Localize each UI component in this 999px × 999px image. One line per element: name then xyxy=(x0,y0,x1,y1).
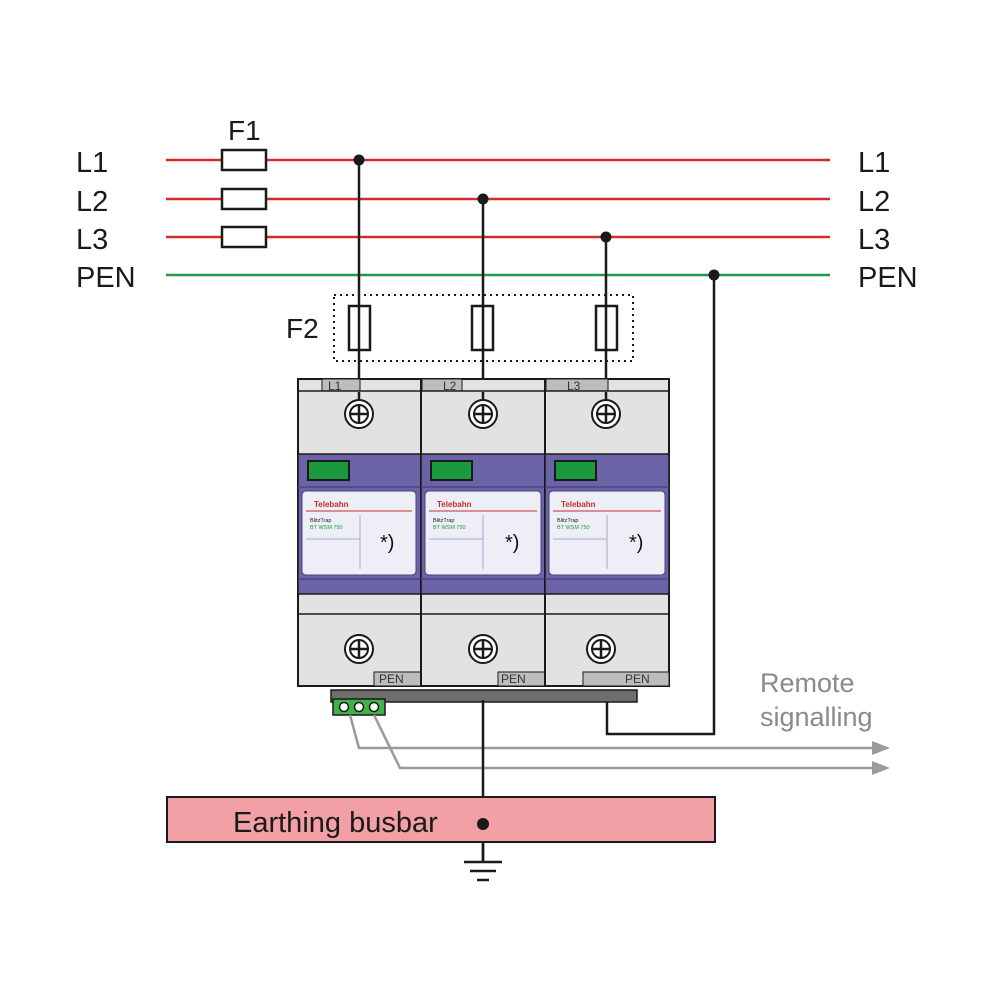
ground-icon xyxy=(464,860,502,882)
remote-signalling-label-line2: signalling xyxy=(760,702,873,732)
signal-contact-1 xyxy=(338,701,350,713)
signal-arrow-1 xyxy=(872,741,890,755)
earthing-busbar-label: Earthing busbar xyxy=(233,807,438,839)
earthing-busbar xyxy=(166,796,716,843)
left-label-l2: L2 xyxy=(76,186,108,218)
terminal-screw-top xyxy=(591,399,621,429)
left-label-l1: L1 xyxy=(76,147,108,179)
remote-signalling-label-line1: Remote xyxy=(760,668,855,698)
module-bottom-label: PEN xyxy=(625,672,650,686)
busbar-junction xyxy=(477,818,489,830)
f1-label: F1 xyxy=(228,115,261,146)
right-label-l3: L3 xyxy=(858,224,890,256)
terminal-screw-bottom xyxy=(468,634,498,664)
signal-contact-2 xyxy=(353,701,365,713)
module-top-label: L1 xyxy=(328,379,342,393)
signal-contact-3 xyxy=(368,701,380,713)
f1-fuse-l2 xyxy=(220,187,268,211)
f1-fuse-l3 xyxy=(220,225,268,249)
footnote-mark: *) xyxy=(629,532,643,554)
left-label-pen: PEN xyxy=(76,262,136,294)
footnote-mark: *) xyxy=(380,532,394,554)
terminal-screw-top xyxy=(344,399,374,429)
status-indicator xyxy=(307,460,350,481)
signal-arrow-2 xyxy=(872,761,890,775)
brand-logo: Telebahn xyxy=(314,500,349,509)
product-model: BT WSM 750 xyxy=(557,525,590,531)
module-3: L3 Telebahn BlitzTrap BT WSM 750 *) PEN xyxy=(544,378,670,687)
module-1: L1 Telebahn BlitzTrap BT WSM 750 *) PEN xyxy=(297,378,422,687)
right-label-l2: L2 xyxy=(858,186,890,218)
module-bottom-label: PEN xyxy=(379,672,404,686)
junction-l1 xyxy=(353,154,365,166)
f2-label: F2 xyxy=(286,313,319,344)
junction-l2 xyxy=(477,193,489,205)
right-label-pen: PEN xyxy=(858,262,918,294)
terminal-screw-bottom xyxy=(344,634,374,664)
module-top-label: L3 xyxy=(567,379,581,393)
terminal-screw-top xyxy=(468,399,498,429)
footnote-mark: *) xyxy=(505,532,519,554)
module-top-label: L2 xyxy=(443,379,457,393)
junction-l3 xyxy=(600,231,612,243)
terminal-screw-bottom xyxy=(586,634,616,664)
module-bottom-label: PEN xyxy=(501,672,526,686)
remote-signal-wires xyxy=(348,714,872,770)
f2-enclosure xyxy=(333,294,634,362)
status-indicator xyxy=(430,460,473,481)
junction-pen xyxy=(708,269,720,281)
brand-logo: Telebahn xyxy=(437,500,472,509)
product-model: BT WSM 750 xyxy=(310,525,343,531)
product-model: BT WSM 750 xyxy=(433,525,466,531)
status-indicator xyxy=(554,460,597,481)
f1-fuse-l1 xyxy=(220,148,268,172)
product-name: BlitzTrap xyxy=(557,518,579,524)
supply-lines xyxy=(166,158,830,277)
module-label-card xyxy=(301,490,417,576)
product-name: BlitzTrap xyxy=(433,518,455,524)
left-label-l3: L3 xyxy=(76,224,108,256)
module-2: L2 Telebahn BlitzTrap BT WSM 750 *) PEN xyxy=(420,378,546,687)
brand-logo: Telebahn xyxy=(561,500,596,509)
product-name: BlitzTrap xyxy=(310,518,332,524)
right-label-l1: L1 xyxy=(858,147,890,179)
